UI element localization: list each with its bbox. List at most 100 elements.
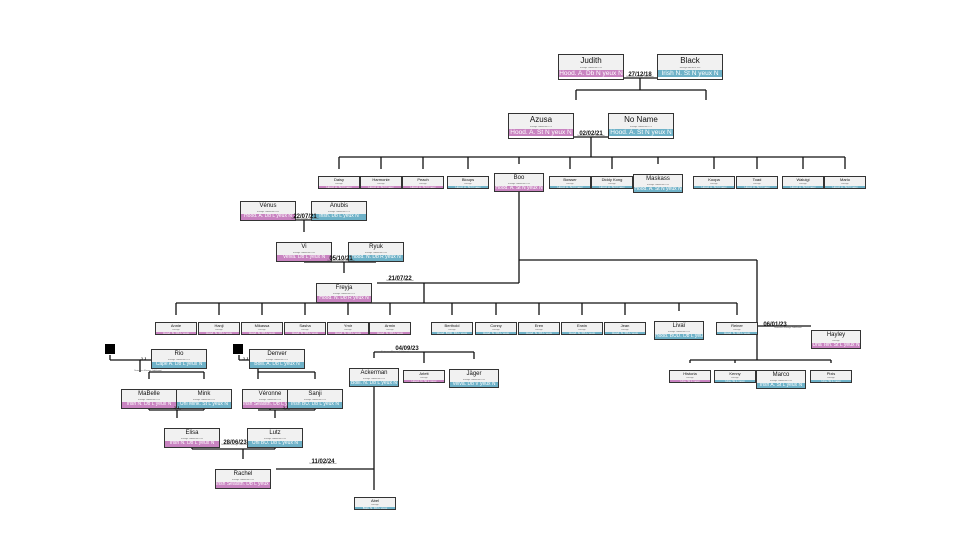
person-origin: Elevage [737,183,777,186]
person-name: Diddy Kong [592,177,632,183]
person-genetics-tag: Una. St L yeux [670,380,710,382]
person-origin: Elevage [476,329,516,332]
person-genetics-tag: Irish Sealstn. Db L yeux N [243,402,297,408]
union-date: 06/01/23 [763,322,787,328]
person-origin: Elevage [592,183,632,186]
person-name: Vénus [241,202,295,211]
person-name: Mikassa [242,323,282,329]
person-origin: Elevage Judithmant 23G [450,379,498,382]
person-name: Conny [476,323,516,329]
person-name: Mink [177,390,231,399]
person-name: Sanji [288,390,342,399]
person-origin: Elevage [328,329,368,332]
person-origin: Elevage [355,504,395,507]
person-name: Toad [737,177,777,183]
person-name: Hayley [812,331,860,340]
person-genetics-tag: Irish BU. Db L yeux N [288,402,342,408]
person-origin: Elevage Judithmant 23G [165,438,219,441]
person-name: MaBelle [122,390,176,399]
person-origin: Elevage [562,329,602,332]
person-origin: Elevage [550,183,590,186]
union-date: J_J_ [282,405,290,410]
person-genetics-tag: Hood. N. Db L yeux [328,332,368,334]
person-genetics-tag: Hood. N. Db L yeux [370,332,410,334]
union-note: Naissance Elevage Judithmant [577,135,605,137]
person-origin: Elevage [811,377,851,380]
person-name: Bowser [550,177,590,183]
person-name: Lutz [248,429,302,438]
person-name: Denver [250,350,304,359]
person-origin: Elevage Judithmant 21G [317,293,371,296]
union-date: 22/07/21 [293,214,317,220]
person-genetics-tag: Uni Mink. St L yeux N [177,402,231,408]
union-note: Naissance Elevage Judithmant [327,260,355,262]
person-genetics-tag: Una. St L yeux [715,380,755,382]
person-origin: Elevage Judithmant 19G [495,183,543,186]
person-genetics-tag: Hood. N. Db L yeux [519,332,559,334]
person-genetics-tag: Bolli. N. Db L yeux [355,507,395,509]
person-origin: Elevage [319,183,359,186]
union-note: Naissance Elevage Judithmant [221,444,249,446]
person-origin: Elevage Judithmant 19G [634,184,682,187]
person-origin: Elevage Judithmant 22G [350,378,398,381]
person-name: Jean [605,323,645,329]
person-origin: Elevage [432,329,472,332]
person-name: Mario [825,177,865,183]
union-date: J_J_ [173,405,181,410]
person-genetics-tag: Velva. Db V yeux N [450,382,498,387]
